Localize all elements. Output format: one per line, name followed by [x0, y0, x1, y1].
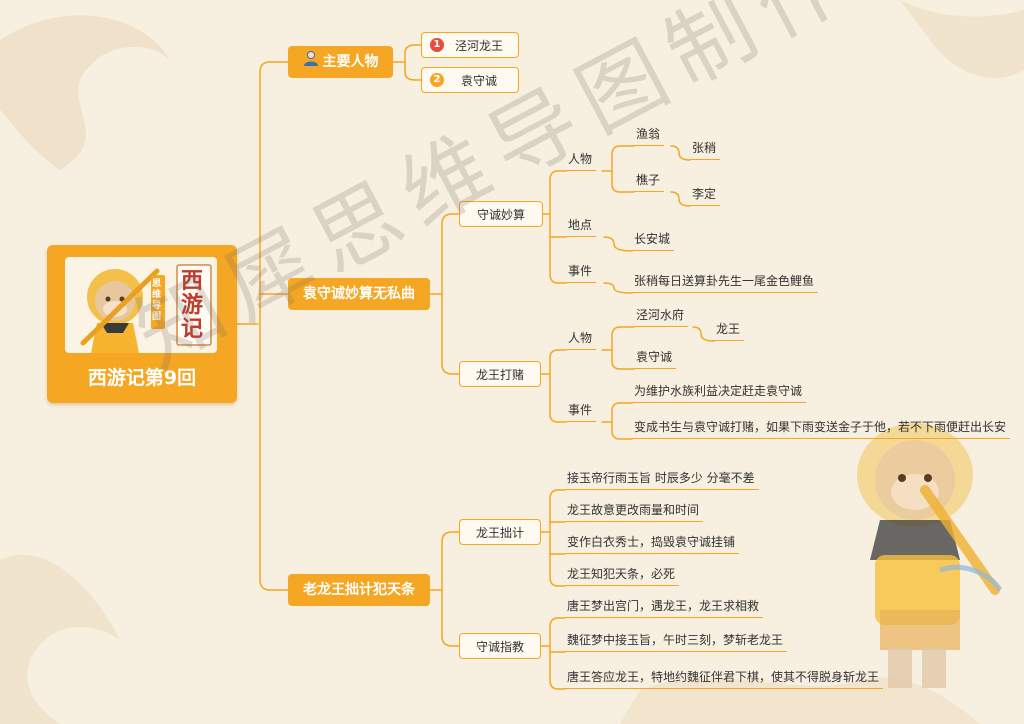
- central-title: 西游记第9回: [87, 367, 197, 389]
- node-place[interactable]: 地点: [566, 218, 597, 237]
- node-changan[interactable]: 长安城: [632, 232, 675, 251]
- index-badge: 1: [430, 38, 444, 52]
- cover-name-line2: 记: [181, 316, 204, 342]
- central-topic[interactable]: 思维导图 西游 记 西游记第9回: [47, 245, 237, 403]
- node-dragon-king[interactable]: 龙王: [714, 322, 745, 341]
- node-event-text-1[interactable]: 为维护水族利益决定赶走袁守诚: [632, 384, 807, 403]
- node-scheme-item-3[interactable]: 变作白衣秀士，捣毁袁守诚挂铺: [565, 535, 740, 554]
- node-jinghe-palace[interactable]: 泾河水府: [634, 308, 689, 327]
- node-event-text-2[interactable]: 变成书生与袁守诚打赌，如果下雨变送金子于他，若不下雨便赶出长安: [632, 420, 1011, 439]
- cover-illustration: 思维导图 西游 记: [65, 257, 217, 353]
- index-badge: 2: [430, 73, 444, 87]
- node-zhangshao[interactable]: 张稍: [690, 141, 721, 160]
- node-scheme-item-1[interactable]: 接玉帝行雨玉旨 时辰多少 分毫不差: [565, 471, 759, 490]
- node-event[interactable]: 事件: [566, 403, 597, 422]
- node-woodcutter[interactable]: 樵子: [634, 173, 665, 192]
- branch-yuan-divination[interactable]: 袁守诚妙算无私曲: [288, 278, 430, 310]
- node-event-text[interactable]: 张稍每日送算卦先生一尾金色鲤鱼: [632, 274, 819, 293]
- monkey-king-illustration: [857, 423, 1003, 688]
- person-icon: [303, 46, 319, 78]
- subtopic-dragon-scheme[interactable]: 龙王拙计: [459, 519, 541, 545]
- node-yuan[interactable]: 袁守诚: [634, 350, 677, 369]
- node-liding[interactable]: 李定: [690, 187, 721, 206]
- branch-main-characters[interactable]: 主要人物: [288, 46, 393, 78]
- main-character-label: 泾河龙王: [454, 39, 503, 53]
- monkey-cover-icon: [80, 264, 212, 353]
- node-fisherman[interactable]: 渔翁: [634, 127, 665, 146]
- subtopic-shoucheng-miaosuan[interactable]: 守诚妙算: [459, 201, 543, 227]
- node-characters[interactable]: 人物: [566, 331, 597, 350]
- main-character-jinghe-dragon[interactable]: 1 泾河龙王: [421, 32, 519, 58]
- node-event[interactable]: 事件: [566, 264, 597, 283]
- main-character-label: 袁守诚: [460, 74, 497, 88]
- cover-name-line1: 西游: [181, 268, 204, 318]
- node-advice-item-1[interactable]: 唐王梦出宫门，遇龙王，龙王求相救: [565, 599, 764, 618]
- branch-dragon-crime[interactable]: 老龙王拙计犯天条: [288, 574, 430, 606]
- subtopic-shoucheng-advice[interactable]: 守诚指教: [459, 633, 541, 659]
- node-advice-item-3[interactable]: 唐王答应龙王，特地约魏征伴君下棋，使其不得脱身斩龙王: [565, 670, 884, 689]
- node-scheme-item-2[interactable]: 龙王故意更改雨量和时间: [565, 503, 704, 522]
- branch-main-characters-label: 主要人物: [322, 54, 379, 70]
- cover-tag: 思维导图: [152, 279, 162, 322]
- subtopic-dragon-bet[interactable]: 龙王打赌: [459, 361, 541, 387]
- node-characters[interactable]: 人物: [566, 152, 597, 171]
- node-advice-item-2[interactable]: 魏征梦中接玉旨，午时三刻，梦斩老龙王: [565, 633, 788, 652]
- main-character-yuan[interactable]: 2 袁守诚: [421, 67, 519, 93]
- node-scheme-item-4[interactable]: 龙王知犯天条，必死: [565, 567, 680, 586]
